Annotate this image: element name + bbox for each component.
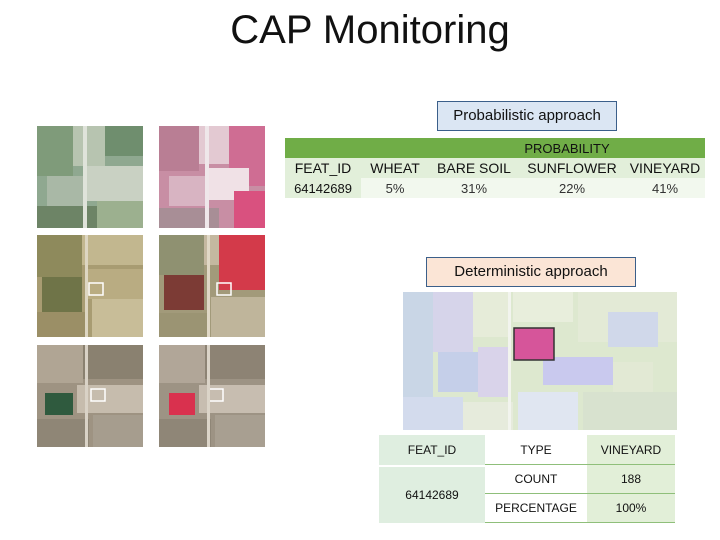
cell-vineyard: 41% (625, 178, 705, 198)
vineyard-parcel (513, 327, 555, 361)
col-vineyard: VINEYARD (625, 158, 705, 178)
det-feat-id-value: 64142689 (379, 465, 485, 523)
probability-table: PROBABILITY FEAT_ID WHEAT BARE SOIL SUNF… (285, 138, 705, 198)
col-wheat: WHEAT (361, 158, 429, 178)
deterministic-table: FEAT_ID TYPE VINEYARD 64142689 COUNT 188… (379, 435, 675, 523)
cell-feat-id: 64142689 (285, 178, 361, 198)
table-header-bar (285, 138, 429, 158)
det-row-key: COUNT (485, 465, 587, 494)
table-row: 64142689 5% 31% 22% 41% (285, 178, 705, 198)
col-bare-soil: BARE SOIL (429, 158, 519, 178)
cell-wheat: 5% (361, 178, 429, 198)
det-row-key: TYPE (485, 435, 587, 465)
det-row-value: VINEYARD (587, 435, 675, 465)
satellite-tile-false-color-3 (159, 345, 265, 447)
satellite-tile-natural-3 (37, 345, 143, 447)
det-row-value: 188 (587, 465, 675, 494)
satellite-tile-natural-1 (37, 126, 143, 228)
det-row-value: 100% (587, 494, 675, 523)
probabilistic-approach-label: Probabilistic approach (437, 101, 617, 131)
col-sunflower: SUNFLOWER (519, 158, 625, 178)
satellite-tile-natural-2 (37, 235, 143, 337)
satellite-tile-false-color-2 (159, 235, 265, 337)
satellite-tile-false-color-1 (159, 126, 265, 228)
det-feat-id-header: FEAT_ID (379, 435, 485, 465)
cell-bare-soil: 31% (429, 178, 519, 198)
cell-sunflower: 22% (519, 178, 625, 198)
deterministic-approach-label: Deterministic approach (426, 257, 636, 287)
classification-map (403, 292, 677, 430)
col-feat-id: FEAT_ID (285, 158, 361, 178)
table-header-row: FEAT_ID WHEAT BARE SOIL SUNFLOWER VINEYA… (285, 158, 705, 178)
probability-group-header: PROBABILITY (429, 138, 705, 158)
det-row-key: PERCENTAGE (485, 494, 587, 523)
page-title: CAP Monitoring (230, 8, 510, 52)
